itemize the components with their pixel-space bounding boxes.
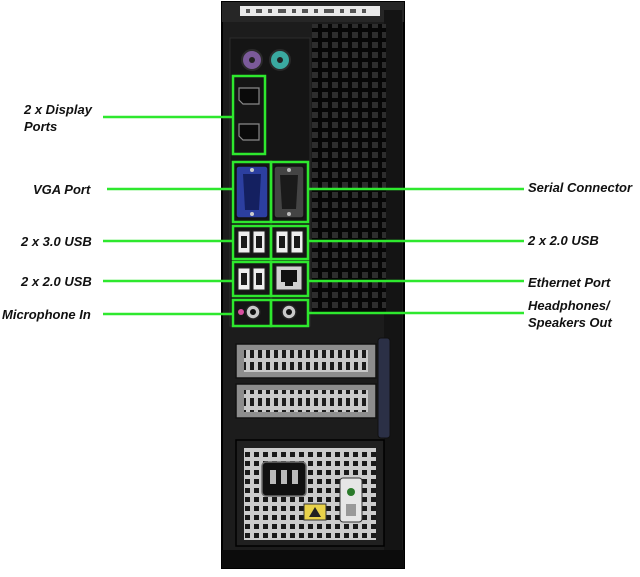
label-usb30-left: 2 x 3.0 USB [21, 234, 92, 249]
ps2-keyboard-icon [269, 49, 291, 71]
usb20-ports-right-icon [275, 230, 304, 254]
ethernet-port-icon [275, 265, 303, 291]
label-headphones-out: Headphones/ Speakers Out [528, 298, 612, 330]
chassis-foot [222, 550, 404, 568]
ventilation-mesh [312, 24, 386, 314]
callout-box-ethernet [269, 260, 310, 298]
vga-connector-icon [235, 165, 269, 219]
label-serial-connector: Serial Connector [528, 180, 633, 195]
model-sticker-marks [246, 9, 366, 13]
label-usb20-left: 2 x 2.0 USB [21, 274, 92, 289]
callout-lines [103, 74, 524, 328]
psu-test-button-icon [339, 477, 363, 523]
power-inlet-icon [261, 461, 307, 497]
usb30-ports-icon [237, 230, 266, 254]
model-sticker [240, 6, 380, 16]
audio-jack-icon [238, 304, 297, 320]
displayport-icon [238, 87, 260, 141]
callout-box-serial [269, 160, 310, 224]
psu-warning-sticker-icon [303, 503, 327, 521]
label-microphone-in: Microphone In [2, 307, 91, 322]
callout-box-usb20-right [269, 224, 310, 261]
expansion-slot-covers [235, 337, 391, 439]
label-usb20-right: 2 x 2.0 USB [528, 233, 599, 248]
usb20-ports-left-icon [237, 267, 266, 291]
label-display-ports: 2 x Display Ports [24, 102, 92, 134]
serial-connector-icon [273, 165, 305, 219]
ps2-mouse-icon [241, 49, 263, 71]
label-ethernet-port: Ethernet Port [528, 275, 611, 290]
callout-box-display-ports [231, 74, 267, 156]
label-vga-port: VGA Port [33, 182, 91, 197]
